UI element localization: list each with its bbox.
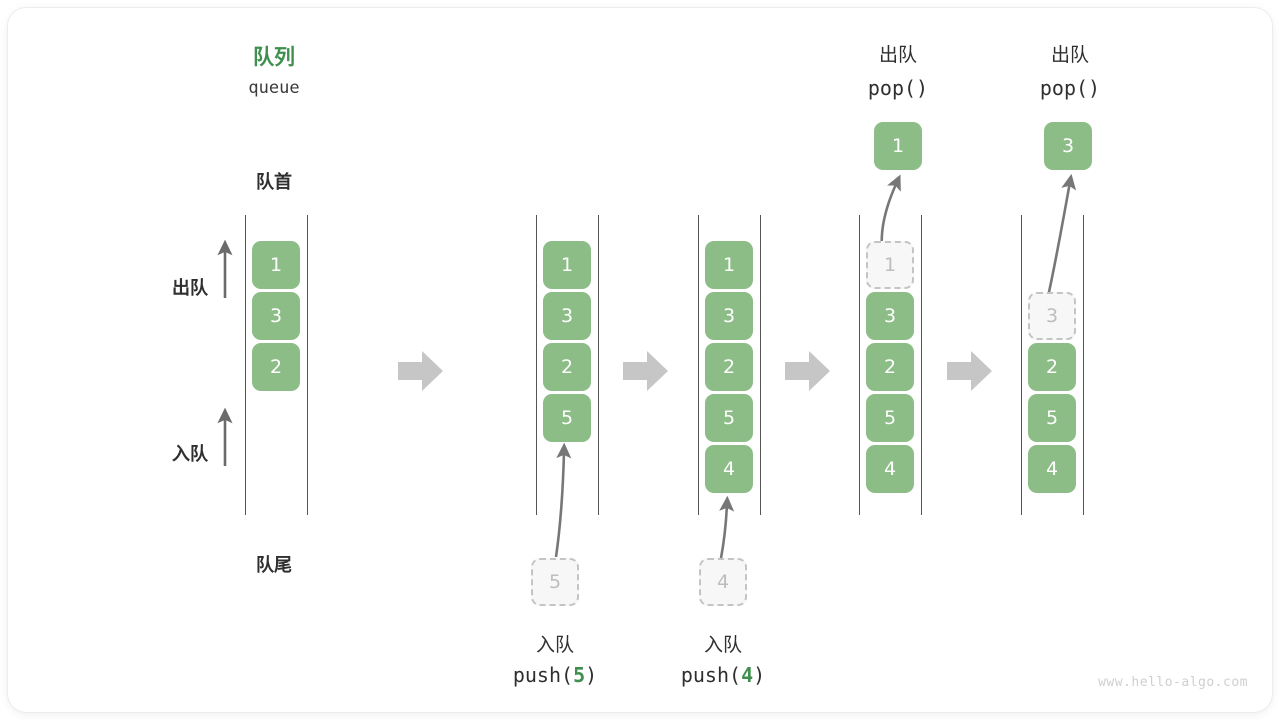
- rail-left: [536, 215, 537, 515]
- queue-cell: 4: [1028, 445, 1076, 493]
- push4-caption-cn: 入队: [703, 634, 742, 656]
- rail-right: [760, 215, 761, 515]
- dequeue-direction-arrow: [217, 239, 233, 298]
- push5-code-prefix: push(: [512, 663, 574, 687]
- queue-cell: 1: [543, 241, 591, 289]
- push5-code-num: 5: [573, 663, 586, 687]
- push4-code-suffix: ): [753, 663, 766, 687]
- watermark: www.hello-algo.com: [1098, 675, 1248, 690]
- popped-cell: 1: [874, 122, 922, 170]
- diagram-card: 队列 queue 队首 队尾 出队 入队 1 3 2 1 3 2 5 5: [8, 8, 1272, 712]
- queue-cell-removed: 1: [866, 241, 914, 289]
- push4-caption-code: push(4): [643, 663, 803, 687]
- queue-cell-new: 4: [705, 445, 753, 493]
- step-arrow-2: [623, 351, 668, 391]
- push5-caption-code: push(5): [475, 663, 635, 687]
- queue-cell-removed: 3: [1028, 292, 1076, 340]
- rail-left: [698, 215, 699, 515]
- queue-cell: 1: [705, 241, 753, 289]
- pop1-header-cn: 出队: [878, 44, 917, 66]
- pop3-header-cn: 出队: [1050, 44, 1089, 66]
- queue-cell: 1: [252, 241, 300, 289]
- rail-right: [921, 215, 922, 515]
- step-arrow-3: [785, 351, 830, 391]
- rail-left: [1021, 215, 1022, 515]
- queue-cell: 2: [543, 343, 591, 391]
- step-arrow-4: [947, 351, 992, 391]
- push-arrow-5: [554, 442, 572, 558]
- rail-right: [598, 215, 599, 515]
- queue-cell: 2: [866, 343, 914, 391]
- pop3-header-code: pop(): [1039, 76, 1101, 100]
- rear-label: 队尾: [256, 555, 292, 576]
- rail-right: [1083, 215, 1084, 515]
- queue-cell: 3: [705, 292, 753, 340]
- pop1-header-code: pop(): [867, 76, 929, 100]
- incoming-ghost-cell: 5: [531, 558, 579, 606]
- dequeue-side-label: 出队: [172, 278, 208, 299]
- front-label: 队首: [256, 172, 292, 193]
- enqueue-direction-arrow: [217, 407, 233, 466]
- queue-title-en: queue: [248, 78, 300, 98]
- enqueue-side-label: 入队: [172, 444, 208, 465]
- queue-cell: 4: [866, 445, 914, 493]
- push4-code-prefix: push(: [680, 663, 742, 687]
- incoming-ghost-cell: 4: [699, 558, 747, 606]
- queue-title-cn: 队列: [253, 45, 295, 69]
- push5-caption-cn: 入队: [535, 634, 574, 656]
- push4-code-num: 4: [741, 663, 754, 687]
- rail-left: [859, 215, 860, 515]
- push5-code-suffix: ): [585, 663, 598, 687]
- queue-cell: 3: [866, 292, 914, 340]
- queue-cell: 2: [1028, 343, 1076, 391]
- queue-cell-new: 5: [543, 394, 591, 442]
- queue-cell: 3: [543, 292, 591, 340]
- queue-cell: 5: [705, 394, 753, 442]
- step-arrow-1: [398, 351, 443, 391]
- queue-cell: 3: [252, 292, 300, 340]
- popped-cell: 3: [1044, 122, 1092, 170]
- queue-cell: 5: [1028, 394, 1076, 442]
- queue-cell: 2: [705, 343, 753, 391]
- push-arrow-4: [719, 495, 735, 559]
- rail-left: [245, 215, 246, 515]
- queue-cell: 2: [252, 343, 300, 391]
- rail-right: [307, 215, 308, 515]
- queue-cell: 5: [866, 394, 914, 442]
